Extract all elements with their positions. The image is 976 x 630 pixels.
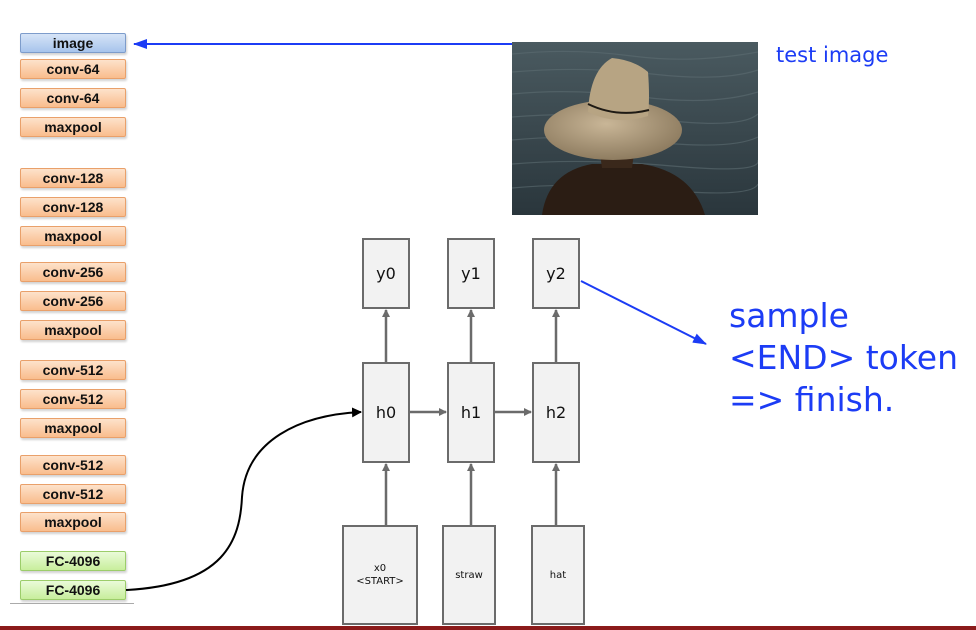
cnn-to-h0-arrow	[125, 407, 362, 591]
layer-conv: conv-512	[20, 455, 126, 475]
layer-pool: maxpool	[20, 117, 126, 137]
layer-fc: FC-4096	[20, 551, 126, 571]
layer-pool: maxpool	[20, 512, 126, 532]
layer-fc: FC-4096	[20, 580, 126, 600]
hidden-node-2: h2	[532, 362, 580, 463]
test-image	[512, 42, 758, 215]
output-node-1: y1	[447, 238, 495, 309]
hidden-node-1: h1	[447, 362, 495, 463]
layer-pool: maxpool	[20, 320, 126, 340]
footer-bar	[0, 626, 976, 630]
layer-conv: conv-256	[20, 291, 126, 311]
layer-conv: conv-64	[20, 88, 126, 108]
end-token-annotation: sample <END> token => finish.	[729, 296, 959, 419]
layer-conv: conv-512	[20, 484, 126, 504]
input-node-1: straw	[442, 525, 496, 625]
hidden-node-0: h0	[362, 362, 410, 463]
input-node-2: hat	[531, 525, 585, 625]
layer-conv: conv-128	[20, 168, 126, 188]
layer-conv: conv-128	[20, 197, 126, 217]
straw-hat-photo	[512, 42, 758, 215]
y2-to-end-annotation-arrow	[580, 280, 707, 345]
stack-baseline	[10, 603, 134, 604]
layer-conv: conv-512	[20, 360, 126, 380]
layer-pool: maxpool	[20, 418, 126, 438]
layer-pool: maxpool	[20, 226, 126, 246]
input-node-0: x0 <START>	[342, 525, 418, 625]
layer-input: image	[20, 33, 126, 53]
layer-conv: conv-256	[20, 262, 126, 282]
layer-conv: conv-64	[20, 59, 126, 79]
test-image-caption: test image	[776, 43, 889, 67]
output-node-0: y0	[362, 238, 410, 309]
layer-conv: conv-512	[20, 389, 126, 409]
output-node-2: y2	[532, 238, 580, 309]
